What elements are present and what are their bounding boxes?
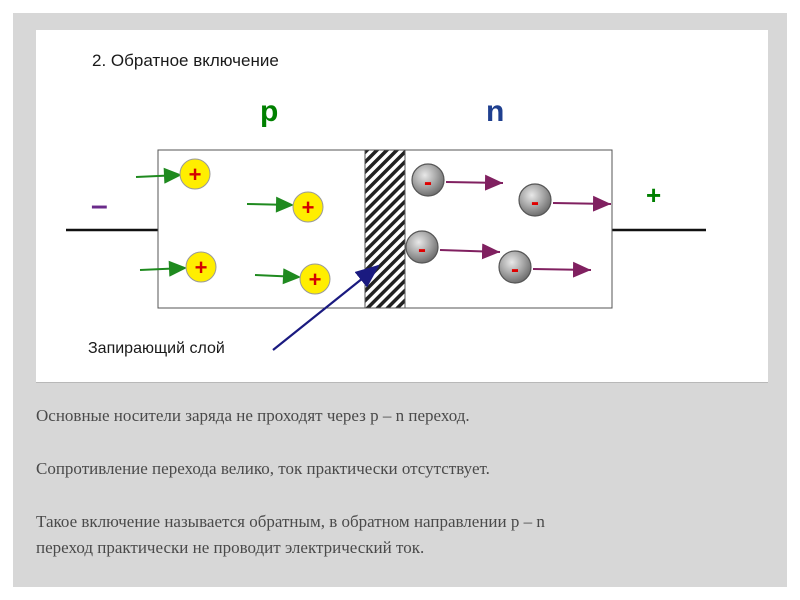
electron-carrier: - — [411, 163, 504, 197]
text-line-3a: Такое включение называется обратным, в о… — [36, 512, 545, 531]
panel-divider — [36, 382, 768, 383]
p-region-label: p — [260, 95, 278, 128]
electron-sign: - — [424, 169, 432, 196]
hole-carrier: + — [139, 251, 217, 283]
electron-carrier: - — [405, 230, 501, 264]
electron-carrier: - — [498, 250, 592, 284]
hole-sign: + — [309, 267, 322, 292]
text-line-2: Сопротивление перехода велико, ток практ… — [36, 459, 490, 478]
electron-sign: - — [511, 256, 519, 283]
electron-sign: - — [418, 236, 426, 263]
depletion-layer — [364, 149, 406, 309]
hole-carrier: + — [135, 158, 211, 190]
hole-carrier: + — [246, 191, 324, 223]
hole-sign: + — [302, 195, 315, 220]
text-line-1: Основные носители заряда не проходят чер… — [36, 406, 470, 425]
depletion-layer-label: Запирающий слой — [88, 340, 225, 357]
diagram-title: 2. Обратное включение — [92, 51, 279, 70]
hole-carrier: + — [254, 263, 331, 295]
hole-sign: + — [195, 255, 208, 280]
n-region-label: n — [486, 95, 504, 128]
electron-sign: - — [531, 189, 539, 216]
plus-terminal: + — [646, 180, 661, 210]
text-line-3b: переход практически не проводит электрич… — [36, 538, 425, 557]
minus-terminal: – — [91, 189, 108, 222]
depletion-pointer-arrow — [272, 264, 380, 351]
electron-carrier: - — [518, 183, 612, 217]
hole-sign: + — [189, 162, 202, 187]
